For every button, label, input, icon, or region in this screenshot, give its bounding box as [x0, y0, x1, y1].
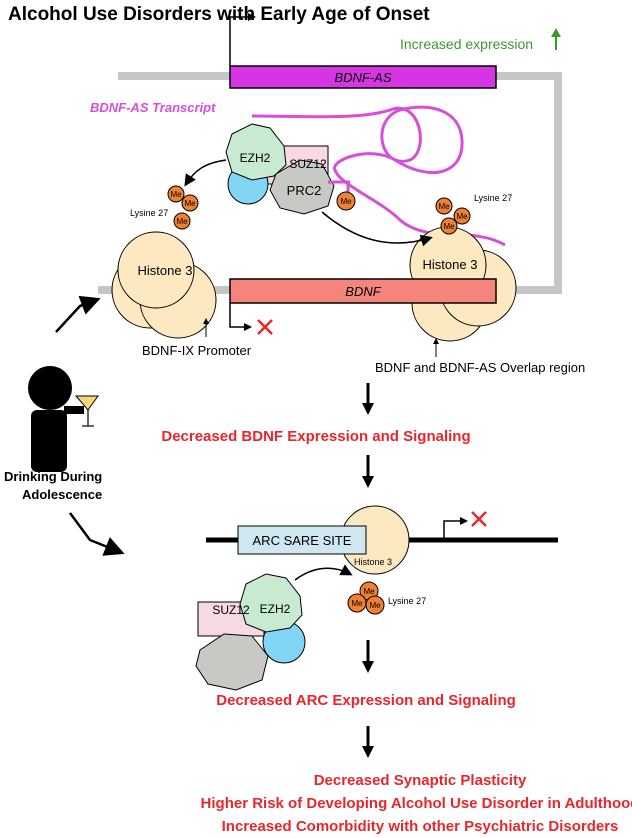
lysine27-label: Lysine 27 — [130, 208, 168, 218]
drinking-label-line1: Drinking During — [4, 469, 102, 484]
person-to-histone-arrow — [55, 295, 101, 333]
flow-arrow-3 — [362, 640, 374, 673]
lysine27-right-label: Lysine 27 — [474, 193, 512, 203]
methyl-cluster-left: Me Me Me — [167, 185, 199, 230]
histone3-right-label: Histone 3 — [423, 257, 478, 272]
overlap-pointer-icon — [433, 338, 439, 344]
bdnf-as-transcript-rna — [251, 105, 506, 247]
methylation-arrow-left — [184, 159, 227, 187]
suz12-bottom-label: SUZ12 — [212, 603, 250, 617]
final-outcome-1: Decreased Synaptic Plasticity — [314, 772, 527, 789]
flow-arrow-4 — [362, 726, 374, 758]
bdnf-as-label: BDNF-AS — [334, 70, 391, 85]
lysine27-bottom-label: Lysine 27 — [388, 596, 426, 606]
methyl-cluster-bottom: Me Me Me — [347, 581, 385, 615]
suz12-top-label: SUZ12 — [289, 157, 327, 171]
methyl-label: Me — [363, 587, 375, 596]
ezh2-top-label: EZH2 — [240, 151, 271, 165]
prc2-complex-top: Me — [225, 123, 356, 215]
methyl-label: Me — [443, 222, 455, 231]
increased-expression-label: Increased expression — [400, 36, 533, 52]
bdnf-as-transcript-label: BDNF-AS Transcript — [90, 100, 216, 115]
person-to-arc-arrow — [68, 512, 125, 556]
arc-decrease-text: Decreased ARC Expression and Signaling — [216, 692, 516, 709]
bdnf-gene — [229, 278, 497, 304]
final-outcome-2: Higher Risk of Developing Alcohol Use Di… — [201, 795, 632, 812]
overlap-label: BDNF and BDNF-AS Overlap region — [375, 360, 585, 375]
ezh2-bottom-label: EZH2 — [260, 602, 291, 616]
prc2-label: PRC2 — [287, 183, 322, 198]
methyl-label: Me — [170, 190, 182, 199]
drinking-label-line2: Adolescence — [22, 487, 102, 502]
methylation-arrow-right — [321, 211, 433, 247]
methyl-label: Me — [438, 202, 450, 211]
histone3-left — [111, 231, 217, 339]
methyl-cluster-right: Me Me Me — [435, 197, 471, 235]
arc-tss-blocked-icon — [443, 511, 487, 540]
bdnf-tss-blocked-icon — [229, 303, 273, 335]
bdnf-decrease-text: Decreased BDNF Expression and Signaling — [161, 428, 470, 445]
histone3-left-label: Histone 3 — [138, 263, 193, 278]
drinking-person-icon — [28, 366, 99, 472]
histone3-bottom-label: Histone 3 — [354, 557, 392, 567]
flow-arrow-1 — [362, 383, 374, 415]
methyl-label: Me — [176, 217, 188, 226]
figure-title: Alcohol Use Disorders with Early Age of … — [8, 4, 430, 25]
methyl-label: Me — [351, 599, 363, 608]
prc2-complex-bottom — [195, 573, 306, 691]
arc-sare-label: ARC SARE SITE — [253, 533, 352, 548]
flow-arrow-2 — [362, 455, 374, 488]
bdnf-as-tss-arrow-icon — [229, 13, 256, 66]
bdnf-as-gene — [229, 65, 497, 89]
bdnf-label: BDNF — [345, 284, 381, 299]
arc-sare-site — [237, 525, 367, 555]
promoter-label: BDNF-IX Promoter — [142, 343, 252, 358]
final-outcome-3: Increased Comorbidity with other Psychia… — [222, 818, 619, 835]
methyl-label: Me — [456, 212, 468, 221]
methylation-arrow-bottom — [294, 564, 353, 581]
increased-expression-arrow-icon — [551, 28, 561, 50]
methyl-label: Me — [369, 601, 381, 610]
methyl-label: Me — [184, 199, 196, 208]
promoter-pointer-icon — [203, 318, 209, 324]
methyl-label: Me — [340, 197, 352, 206]
